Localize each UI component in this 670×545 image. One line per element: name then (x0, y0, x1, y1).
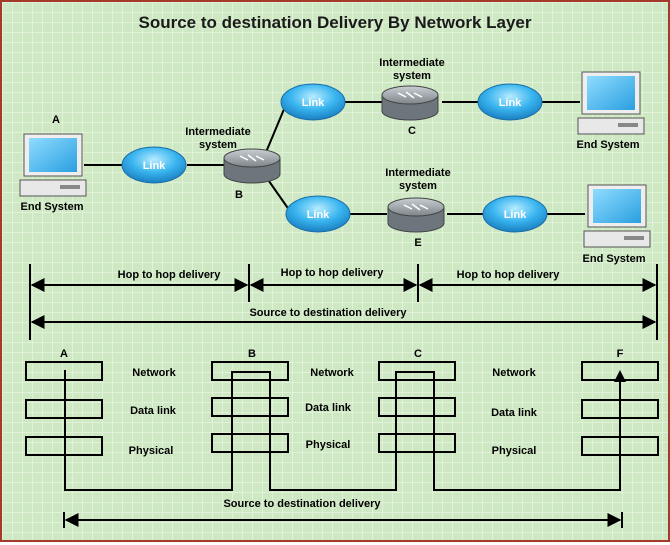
layer-label: Network (310, 367, 354, 379)
link-icon: Link (285, 195, 351, 233)
computer-icon (19, 133, 87, 197)
stack-b-letter: B (248, 348, 256, 360)
delivery-markers (29, 264, 658, 340)
link-label: Link (499, 97, 522, 109)
link-icon: Link (482, 195, 548, 233)
stack-c-letter: C (414, 348, 422, 360)
layer-label: Physical (492, 445, 537, 457)
link-label: Link (143, 160, 166, 172)
node-e-label-line2: system (399, 180, 437, 192)
layer-label: Physical (129, 445, 174, 457)
stack-f-letter: F (617, 348, 624, 360)
data-path-line (64, 370, 621, 491)
stack-a-letter: A (60, 348, 68, 360)
layer-label: Data link (130, 405, 177, 417)
layer-label: Data link (305, 402, 352, 414)
link-label: Link (307, 209, 330, 221)
end-system-a-label: End System (21, 201, 84, 213)
layer-label: Physical (306, 439, 351, 451)
link-icon: Link (477, 83, 543, 121)
link-label: Link (302, 97, 325, 109)
layer-label: Network (132, 367, 176, 379)
computer-icon (583, 184, 651, 248)
source-destination-label: Source to destination delivery (249, 307, 407, 319)
node-a-letter: A (52, 114, 60, 126)
node-e-letter: E (414, 237, 421, 249)
hop-label-1: Hop to hop delivery (118, 269, 222, 281)
node-b-label-line1: Intermediate (185, 126, 250, 138)
node-e-label-line1: Intermediate (385, 167, 450, 179)
computer-icon (577, 71, 645, 135)
node-c-label-line2: system (393, 70, 431, 82)
bottom-delivery-label: Source to destination delivery (223, 498, 381, 510)
end-system-bottom-label: End System (583, 253, 646, 265)
node-b-letter: B (235, 189, 243, 201)
layer-label: Data link (491, 407, 538, 419)
router-icon (387, 197, 445, 233)
page-title: Source to destination Delivery By Networ… (138, 13, 531, 32)
router-icon (381, 85, 439, 121)
hop-label-2: Hop to hop delivery (281, 267, 385, 279)
arrow-up-icon (614, 370, 626, 382)
layer-label: Network (492, 367, 536, 379)
end-system-top-label: End System (577, 139, 640, 151)
hop-label-3: Hop to hop delivery (457, 269, 561, 281)
link-label: Link (504, 209, 527, 221)
link-icon: Link (280, 83, 346, 121)
link-icon: Link (121, 146, 187, 184)
node-b-label-line2: system (199, 139, 237, 151)
node-c-label-line1: Intermediate (379, 57, 444, 69)
protocol-stacks (25, 361, 659, 456)
node-c-letter: C (408, 125, 416, 137)
router-icon (223, 148, 281, 184)
